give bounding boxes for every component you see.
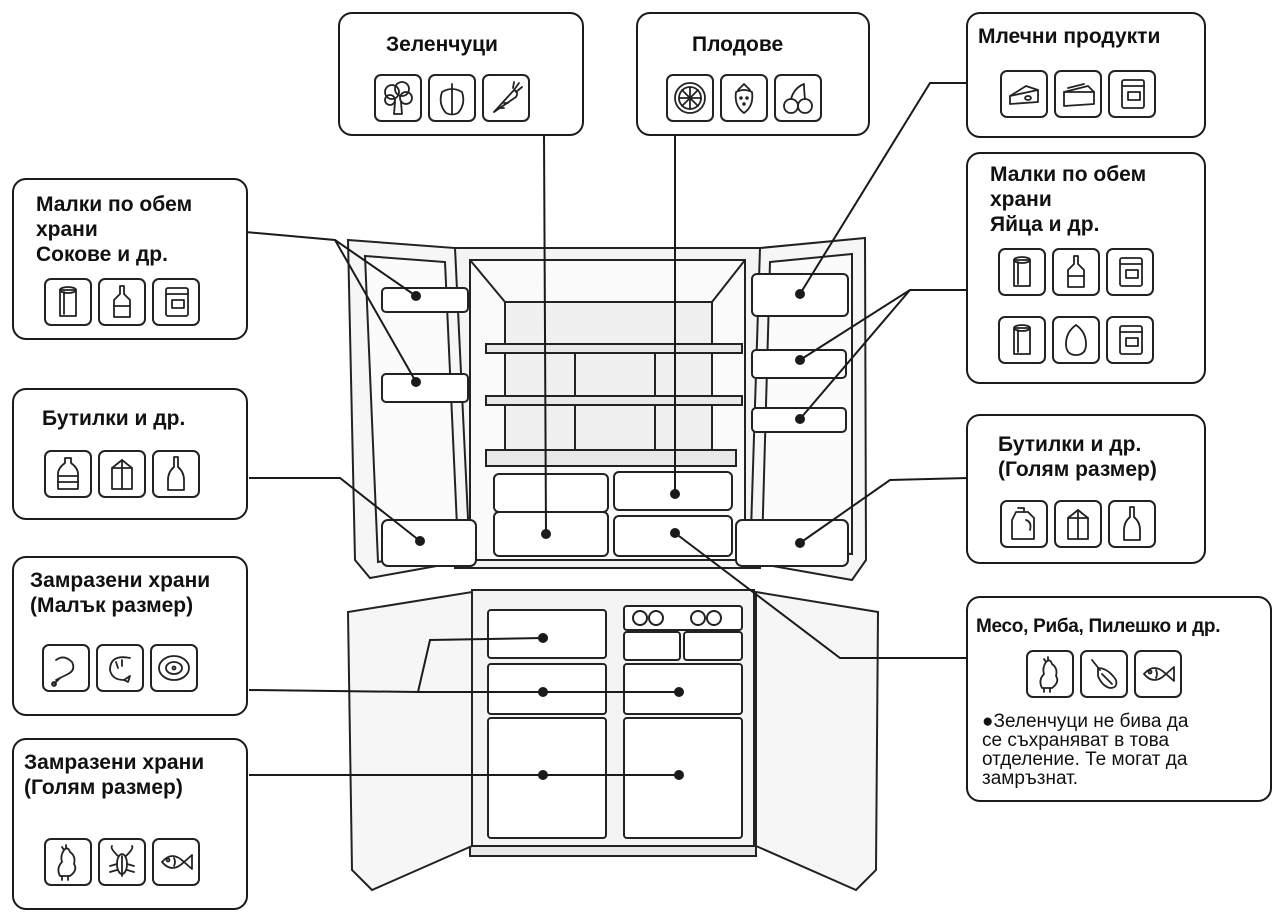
chicken-icon bbox=[1026, 650, 1074, 698]
label-vegetables-icons bbox=[374, 74, 530, 122]
label-vegetables-title: Зеленчуци bbox=[386, 33, 498, 56]
butter-icon bbox=[1054, 70, 1102, 118]
vegetable-drawer-upper bbox=[493, 473, 609, 513]
label-frozen-large: Замразени храни (Голям размер) bbox=[12, 738, 248, 910]
strawberry-icon bbox=[720, 74, 768, 122]
label-vegetables: Зеленчуци bbox=[338, 12, 584, 136]
chicken-icon bbox=[44, 838, 92, 886]
leader-bottles-left bbox=[249, 477, 421, 542]
broccoli-icon bbox=[374, 74, 422, 122]
label-frozen-large-title: Замразени храни (Голям размер) bbox=[24, 751, 205, 799]
label-bottles-right: Бутилки и др. (Голям размер) bbox=[966, 414, 1206, 564]
can-icon bbox=[998, 316, 1046, 364]
jug-icon bbox=[1000, 500, 1048, 548]
wine-bottle-icon bbox=[1108, 500, 1156, 548]
shrimp-icon bbox=[96, 644, 144, 692]
left-freezer-door bbox=[346, 590, 473, 892]
fridge-shelf-2 bbox=[485, 395, 743, 406]
left-door-pocket-3 bbox=[381, 519, 477, 567]
label-fruits-icons bbox=[666, 74, 822, 122]
fridge-shelf-1 bbox=[485, 343, 743, 354]
label-bottles-left: Бутилки и др. bbox=[12, 388, 248, 520]
container-icon bbox=[1106, 316, 1154, 364]
label-meat-note: ●Зеленчуци не бива да се съхраняват в то… bbox=[982, 711, 1189, 789]
milk-carton-icon bbox=[98, 450, 146, 498]
label-bottles-left-title: Бутилки и др. bbox=[42, 407, 186, 430]
container-icon bbox=[152, 278, 200, 326]
label-dairy: Млечни продукти bbox=[966, 12, 1206, 138]
leader-vegetables bbox=[543, 134, 547, 535]
left-door-pocket-1 bbox=[381, 287, 469, 313]
label-frozen-small-icons bbox=[42, 644, 198, 692]
leader-frozen-small bbox=[248, 637, 544, 694]
label-bottles-right-icons bbox=[1000, 500, 1156, 548]
carrot-icon bbox=[482, 74, 530, 122]
label-small-foods-right-icons-row2 bbox=[998, 316, 1154, 364]
sauce-bottle-icon bbox=[1052, 248, 1100, 296]
ice-tray-area bbox=[623, 605, 743, 631]
egg-icon bbox=[1052, 316, 1100, 364]
label-fruits: Плодове bbox=[636, 12, 870, 136]
label-bottles-left-icons bbox=[44, 450, 200, 498]
label-frozen-small: Замразени храни (Малък размер) bbox=[12, 556, 248, 716]
label-bottles-right-title: Бутилки и др. (Голям размер) bbox=[998, 433, 1157, 481]
label-small-foods-left-title: Малки по обем храни Сокове и др. bbox=[36, 193, 193, 266]
chicken-leg-icon bbox=[42, 644, 90, 692]
label-dairy-title: Млечни продукти bbox=[978, 25, 1161, 48]
can-icon bbox=[998, 248, 1046, 296]
label-frozen-small-title: Замразени храни (Малък размер) bbox=[30, 569, 211, 617]
container-icon bbox=[1106, 248, 1154, 296]
wine-bottle-icon bbox=[152, 450, 200, 498]
leader-meat bbox=[674, 532, 968, 659]
leader-small-right-2 bbox=[799, 289, 911, 420]
container-icon bbox=[1108, 70, 1156, 118]
fish-icon bbox=[1134, 650, 1182, 698]
leader-bottles-right bbox=[799, 477, 969, 544]
sauce-bottle-icon bbox=[98, 278, 146, 326]
fridge-shelf-3 bbox=[485, 449, 737, 467]
label-meat-icons bbox=[1026, 650, 1182, 698]
right-freezer-door bbox=[755, 590, 880, 892]
leader-small-left-2 bbox=[334, 239, 417, 383]
fish-icon bbox=[152, 838, 200, 886]
lobster-icon bbox=[98, 838, 146, 886]
label-meat-fish-poultry: Месо, Риба, Пилешко и др. ●Зеленчуци не … bbox=[966, 596, 1272, 802]
can-icon bbox=[44, 278, 92, 326]
ham-icon bbox=[1080, 650, 1128, 698]
fish-steak-icon bbox=[150, 644, 198, 692]
label-small-foods-right: Малки по обем храни Яйца и др. bbox=[966, 152, 1206, 384]
label-fruits-title: Плодове bbox=[692, 33, 784, 56]
label-dairy-icons bbox=[1000, 70, 1156, 118]
leader-dots bbox=[411, 289, 805, 780]
pepper-icon bbox=[428, 74, 476, 122]
plastic-bottle-icon bbox=[44, 450, 92, 498]
label-small-foods-left-icons bbox=[44, 278, 200, 326]
citrus-slice-icon bbox=[666, 74, 714, 122]
freezer-upper-left-drawer bbox=[487, 609, 607, 659]
cheese-icon bbox=[1000, 70, 1048, 118]
label-small-foods-left: Малки по обем храни Сокове и др. bbox=[12, 178, 248, 340]
label-small-foods-right-title: Малки по обем храни Яйца и др. bbox=[990, 163, 1147, 236]
right-door-pocket-4 bbox=[735, 519, 849, 567]
label-frozen-large-icons bbox=[44, 838, 200, 886]
label-small-foods-right-icons-row1 bbox=[998, 248, 1154, 296]
label-meat-title: Месо, Риба, Пилешко и др. bbox=[976, 616, 1221, 637]
milk-carton-icon bbox=[1054, 500, 1102, 548]
cherries-icon bbox=[774, 74, 822, 122]
left-door-pocket-2 bbox=[381, 373, 469, 403]
leader-dairy bbox=[799, 82, 968, 295]
